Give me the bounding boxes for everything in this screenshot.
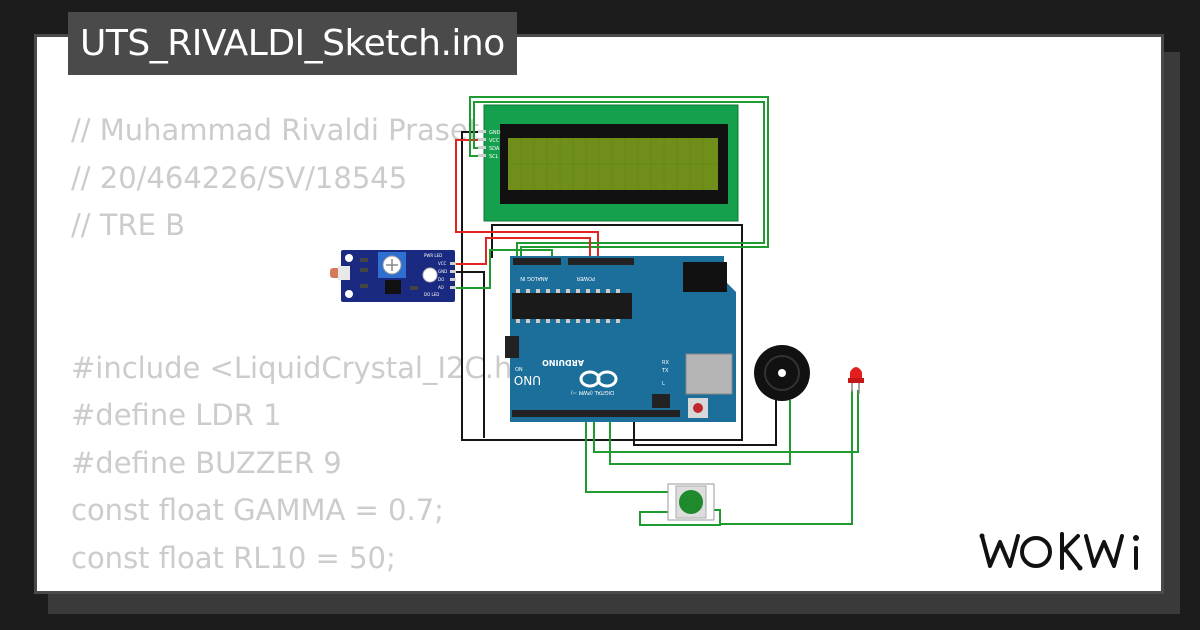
ldr-pin-ao: AO bbox=[438, 285, 444, 290]
photoresistor bbox=[330, 268, 340, 278]
lcd-display[interactable]: GND VCC SDA SCL bbox=[478, 104, 739, 222]
code-line: const int LED = 11; // LDR bbox=[71, 582, 537, 591]
model-label: UNO bbox=[514, 373, 541, 387]
code-preview: // Muhammad Rivaldi Praset // 20/464226/S… bbox=[71, 107, 537, 591]
lcd-pin-scl: SCL bbox=[489, 154, 499, 160]
project-title: UTS_RIVALDI_Sketch.ino bbox=[68, 12, 517, 75]
buzzer[interactable] bbox=[754, 345, 810, 401]
code-line: // 20/464226/SV/18545 bbox=[71, 160, 408, 195]
led-on-label: ON bbox=[515, 367, 523, 373]
lcd-pin-vcc: VCC bbox=[489, 138, 500, 144]
code-line: // Muhammad Rivaldi Praset bbox=[71, 113, 480, 147]
power-header-label: POWER bbox=[576, 275, 595, 281]
power-jack bbox=[683, 262, 727, 292]
digital-header-label: DIGITAL (PWM ~) bbox=[571, 389, 614, 395]
usb-port bbox=[685, 353, 733, 395]
code-line: #include <LiquidCrystal_I2C.h> bbox=[71, 350, 537, 385]
lcd-pin-sda: SDA bbox=[489, 146, 500, 152]
pushbutton[interactable] bbox=[667, 483, 715, 521]
analog-header-label: ANALOG IN bbox=[520, 275, 548, 281]
ldr-pin-vcc: VCC bbox=[438, 261, 447, 266]
arduino-uno-board[interactable]: ARDUINO UNO ANALOG IN POWER DIGITAL (PWM… bbox=[505, 256, 736, 422]
led-l-label: L bbox=[662, 381, 665, 387]
code-line: const float RL10 = 50; bbox=[71, 540, 396, 575]
wokwi-logo bbox=[979, 532, 1139, 571]
code-line: #define LDR 1 bbox=[71, 398, 282, 432]
ldr-pin-gnd: GND bbox=[438, 269, 447, 274]
led-rx-label: RX bbox=[662, 360, 669, 366]
brand-label: ARDUINO bbox=[542, 358, 584, 367]
code-line: // TRE B bbox=[71, 208, 186, 242]
ldr-pin-do: DO bbox=[438, 277, 444, 282]
led-tx-label: TX bbox=[661, 368, 669, 374]
arduino-logo: ARDUINO UNO bbox=[514, 358, 618, 388]
reset-button[interactable] bbox=[693, 403, 703, 413]
code-line: const float GAMMA = 0.7; bbox=[71, 493, 444, 527]
code-line: #define BUZZER 9 bbox=[71, 445, 342, 480]
ldr-label-do: DO LED bbox=[424, 292, 439, 297]
red-led[interactable] bbox=[848, 367, 864, 394]
pushbutton-cap[interactable] bbox=[679, 490, 703, 514]
wires bbox=[452, 96, 859, 526]
ldr-sensor-module[interactable]: PWR LED DO LED VCC GND DO AO bbox=[330, 250, 456, 302]
atmega-chip bbox=[512, 293, 632, 319]
ldr-label-pwr: PWR LED bbox=[424, 253, 442, 258]
lcd-pin-gnd: GND bbox=[489, 130, 501, 136]
